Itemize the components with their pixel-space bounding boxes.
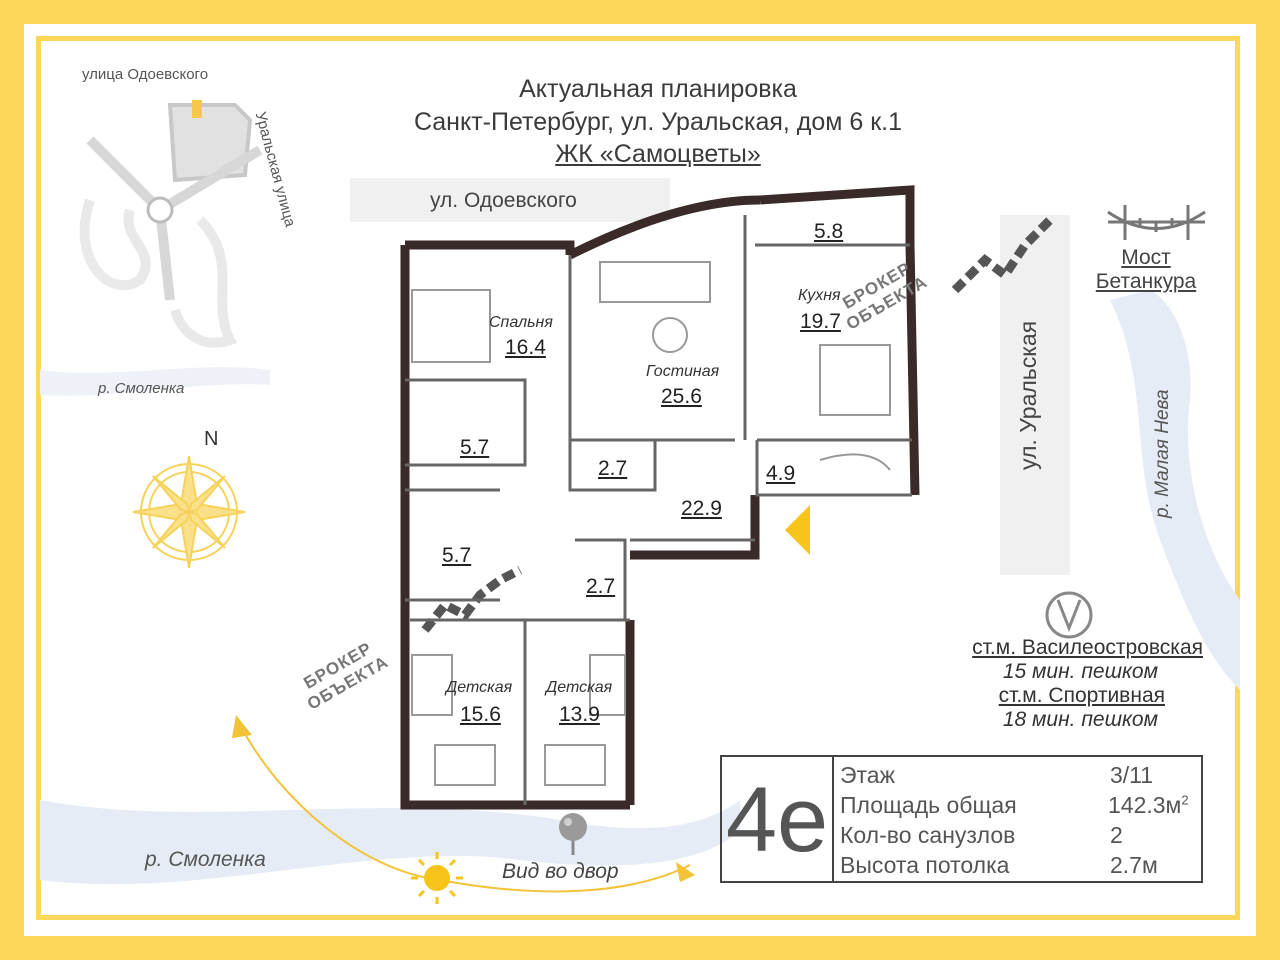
river-malaya-neva-label: р. Малая Нева [1152, 389, 1173, 518]
metro-info: ст.м. Василеостровская 15 мин. пешком ст… [900, 636, 1203, 732]
room-bedroom-area: 16.4 [505, 336, 546, 359]
apartment-partitions [405, 215, 912, 805]
header-complex-name: ЖК «Самоцветы» [308, 140, 1008, 169]
room-balcony-area: 5.8 [814, 220, 844, 243]
rooms-count-label: 4е [725, 769, 829, 871]
mini-map [79, 103, 263, 348]
info-area-value: 142.3м2 [1108, 792, 1189, 819]
room-storage2-area: 2.7 [586, 575, 616, 598]
mini-map-building [167, 103, 253, 183]
info-floor-value: 3/11 [1110, 762, 1154, 788]
watermark-zigzag-icon [421, 216, 1054, 633]
room-storage1-area: 2.7 [598, 457, 628, 480]
sun-path-arrow-start [232, 715, 252, 738]
entrance-arrow-icon [785, 505, 810, 555]
header-complex-link: ЖК «Самоцветы» [555, 140, 761, 168]
metro-station-2: ст.м. Спортивная [998, 684, 1165, 707]
room-kids1-area: 15.6 [460, 703, 501, 726]
info-area-label: Площадь общая [840, 792, 1017, 818]
info-row-ceiling: Высота потолка 2.7м [840, 852, 1200, 882]
view-label: Вид во двор [502, 860, 619, 883]
river-smolenka-mini-shape [40, 367, 270, 396]
mini-map-road-3 [155, 209, 175, 301]
room-bath2-area: 4.9 [766, 462, 796, 485]
street-uralskaya-label: ул. Уральская [1015, 320, 1041, 470]
metro-logo-icon [1045, 591, 1093, 639]
header-line-1: Актуальная планировка [519, 75, 797, 103]
room-kids2-name: Детская [546, 679, 613, 696]
info-ceiling-value: 2.7м [1110, 852, 1158, 878]
view-pin-icon [559, 813, 587, 855]
room-hall-area: 22.9 [681, 497, 722, 520]
river-smolenka-mini-label: р. Смоленка [98, 380, 185, 397]
bridge-icon [1107, 205, 1206, 240]
room-kids2-area: 13.9 [559, 703, 600, 726]
info-ceiling-label: Высота потолка [840, 852, 1010, 878]
info-bathrooms-label: Кол-во санузлов [840, 822, 1016, 848]
info-row-floor: Этаж 3/11 [840, 762, 1200, 792]
mini-map-road-1 [86, 136, 164, 214]
room-bath1-area: 5.7 [442, 544, 472, 567]
mini-map-odoevskogo-label: улица Одоевского [82, 66, 209, 83]
street-odoevskogo-label: ул. Одоевского [430, 189, 577, 212]
room-living-area: 25.6 [661, 385, 702, 408]
poster-inner-border [36, 36, 1240, 920]
metro-station-1: ст.м. Василеостровская [972, 636, 1203, 659]
metro-walk-2: 18 мин. пешком [1002, 708, 1158, 731]
mini-map-block-left [79, 198, 151, 291]
apartment-info-box: 4е Этаж 3/11 Площадь общая 142.3м2 Кол-в… [720, 755, 1203, 883]
room-kitchen-name: Кухня [798, 287, 841, 304]
room-kids1-name: Детская [446, 679, 513, 696]
info-row-bathrooms: Кол-во санузлов 2 [840, 822, 1200, 852]
room-living-name: Гостиная [646, 363, 720, 380]
room-closet-area: 5.7 [460, 436, 490, 459]
mini-map-block-right [170, 216, 238, 348]
sun-icon [411, 852, 463, 904]
mini-map-roundabout [146, 196, 174, 224]
header-address: Санкт-Петербург, ул. Уральская, дом 6 к.… [413, 108, 903, 136]
compass-north-label: N [204, 428, 219, 450]
room-kitchen-area: 19.7 [800, 310, 841, 333]
compass-rose [132, 455, 246, 569]
sun-path-arrow-end [676, 862, 695, 882]
info-area-number: 142.3м [1108, 792, 1182, 818]
metro-walk-1: 15 мин. пешком [1002, 660, 1158, 683]
room-bedroom-name: Спальня [489, 314, 553, 331]
mini-map-marker [192, 100, 202, 118]
info-bathrooms-value: 2 [1110, 822, 1123, 848]
road-odoevskogo [350, 178, 670, 222]
apartment-walls [400, 185, 920, 810]
furniture [411, 261, 891, 786]
info-row-area: Площадь общая 142.3м2 [840, 792, 1200, 822]
info-area-sup: 2 [1181, 792, 1189, 808]
info-divider [832, 757, 834, 881]
road-uralskaya [1000, 215, 1070, 575]
mini-map-road-2 [157, 145, 263, 215]
bridge-label-line1: Мост [1121, 246, 1171, 269]
bridge-label: Мост Бетанкура [1086, 246, 1206, 294]
river-smolenka-label: р. Смоленка [145, 848, 266, 871]
info-floor-label: Этаж [840, 762, 895, 788]
river-malaya-neva-shape [1110, 290, 1240, 690]
bridge-label-line2: Бетанкура [1095, 270, 1197, 293]
